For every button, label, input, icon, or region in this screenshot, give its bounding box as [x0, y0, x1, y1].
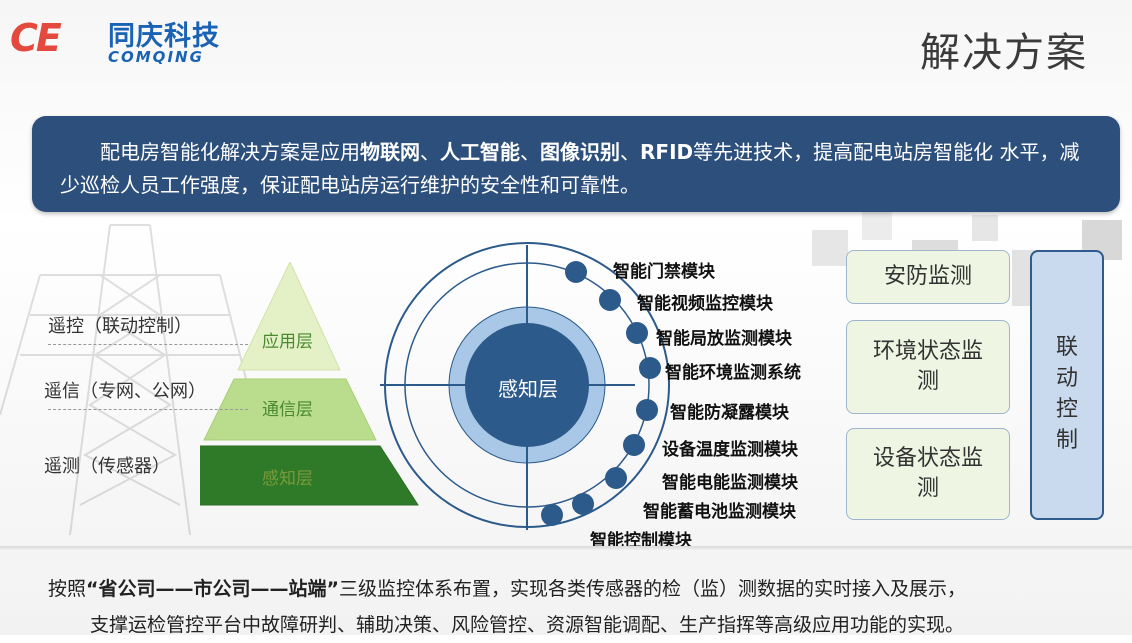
box-security-monitoring: 安防监测	[846, 250, 1010, 304]
box-environment-monitoring: 环境状态监测	[846, 320, 1010, 414]
box-equipment-monitoring: 设备状态监测	[846, 428, 1010, 520]
module-label: 智能视频监控模块	[637, 294, 773, 314]
module-label: 智能局放监测模块	[656, 329, 792, 349]
module-dot	[639, 357, 661, 379]
pyramid-label-communication: 通信层	[262, 400, 313, 420]
side-label-remote-measure: 遥测（传感器）	[44, 456, 170, 477]
side-divider	[48, 409, 248, 410]
module-dot	[565, 261, 587, 283]
module-dot	[572, 493, 594, 515]
intro-banner: 配电房智能化解决方案是应用物联网、人工智能、图像识别、RFID等先进技术，提高配…	[32, 116, 1120, 212]
module-label: 智能门禁模块	[613, 262, 715, 282]
box-linkage-control: 联动控制	[1030, 250, 1104, 520]
layer-pyramid	[200, 262, 419, 506]
module-label: 智能蓄电池监测模块	[643, 502, 796, 522]
perception-circle-diagram	[380, 242, 670, 530]
pyramid-bottom-layer	[200, 445, 419, 506]
pyramid-label-perception: 感知层	[262, 469, 313, 489]
module-dot	[541, 504, 563, 526]
module-dot	[605, 467, 627, 489]
logo-english-name: COMQING	[108, 48, 204, 66]
footer-divider	[0, 546, 1132, 550]
module-dot	[623, 434, 645, 456]
pyramid-top-layer	[237, 262, 341, 371]
module-dot	[636, 399, 658, 421]
footer-line-1: 按照“省公司——市公司——站端”三级监控体系布置，实现各类传感器的检（监）测数据…	[48, 578, 967, 600]
side-label-remote-control: 遥控（联动控制）	[48, 316, 192, 337]
footer-line-2: 支撑运检管控平台中故障研判、辅助决策、风险管控、资源智能调配、生产指挥等高级应用…	[90, 614, 965, 636]
pyramid-label-application: 应用层	[262, 332, 313, 352]
logo-chinese-name: 同庆科技	[108, 21, 220, 52]
footer-text: 按照“省公司——市公司——站端”三级监控体系布置，实现各类传感器的检（监）测数据…	[48, 571, 1108, 643]
module-dot	[599, 289, 621, 311]
module-label: 智能电能监测模块	[662, 473, 798, 493]
side-label-remote-signal: 遥信（专网、公网）	[44, 381, 206, 402]
side-divider	[48, 344, 248, 345]
intro-text: 配电房智能化解决方案是应用物联网、人工智能、图像识别、RFID等先进技术，提高配…	[60, 140, 1080, 197]
module-label: 智能防凝露模块	[670, 403, 789, 423]
core-label: 感知层	[498, 377, 558, 401]
module-dot	[626, 322, 648, 344]
page-title: 解决方案	[920, 30, 1088, 76]
module-label: 智能环境监测系统	[665, 363, 801, 383]
logo-mark: CE	[10, 16, 62, 60]
module-label: 设备温度监测模块	[662, 440, 798, 460]
pyramid-middle-layer	[203, 378, 377, 441]
